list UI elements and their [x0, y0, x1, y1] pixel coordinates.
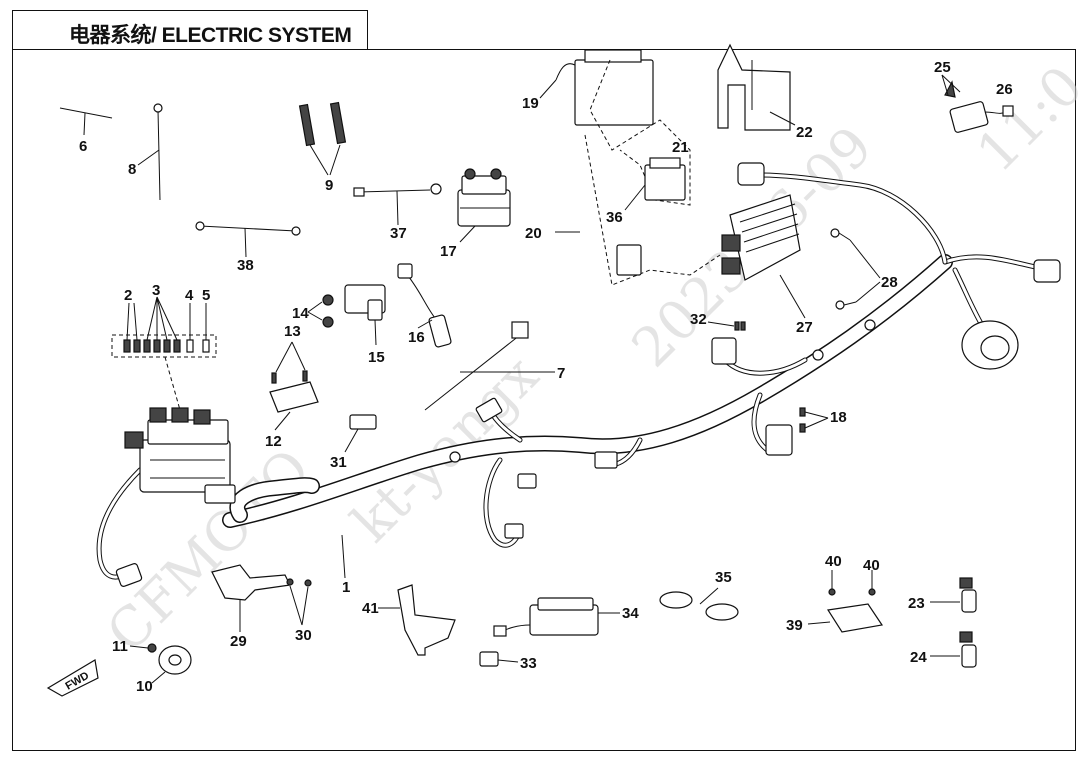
- starter-relay-17: [457, 168, 511, 243]
- label-part-40-a: 40: [825, 553, 842, 570]
- relay-36: [624, 157, 686, 211]
- label-part-13: 13: [284, 323, 301, 340]
- label-part-2: 2: [124, 287, 132, 304]
- label-part-12: 12: [265, 433, 282, 450]
- label-part-38: 38: [237, 257, 254, 274]
- bracket-41: [378, 584, 456, 656]
- bolts-28: [830, 228, 881, 310]
- switch-24: [930, 631, 977, 668]
- label-part-17: 17: [440, 243, 457, 260]
- label-part-37: 37: [390, 225, 407, 242]
- label-part-8: 8: [128, 161, 136, 178]
- page-title: 电器系统/ ELECTRIC SYSTEM: [69, 24, 352, 47]
- switch-23: [930, 577, 977, 613]
- battery-bracket-22: [717, 43, 796, 131]
- fwd-arrow-text: FWD: [64, 670, 92, 693]
- sensor-32: [707, 321, 746, 365]
- label-part-3: 3: [152, 282, 160, 299]
- connector-20: [616, 244, 642, 276]
- spark-plug-cap-16: [397, 263, 452, 348]
- cable-tie-8: [157, 109, 161, 201]
- strap-7: [424, 321, 555, 411]
- sensor-26: [941, 74, 1014, 133]
- clips-9: [298, 101, 347, 176]
- module-39: [807, 570, 884, 633]
- part-number-labels: 1 2 3 4 5 6 7 8 9 10 11 12 13 14 15 16 1…: [79, 59, 1013, 695]
- fwd-arrow: FWD: [46, 659, 99, 697]
- label-part-21: 21: [672, 139, 689, 156]
- label-part-24: 24: [910, 649, 927, 666]
- round-sensor: [961, 320, 1019, 370]
- label-part-30: 30: [295, 627, 312, 644]
- fuse-box-assembly: [124, 407, 236, 504]
- ecu-34: [493, 597, 620, 637]
- relay-31: [344, 414, 377, 453]
- ground-cable-37: [353, 183, 442, 226]
- label-part-27: 27: [796, 319, 813, 336]
- label-part-22: 22: [796, 124, 813, 141]
- label-part-23: 23: [908, 595, 925, 612]
- clamps-35: [659, 587, 739, 621]
- label-part-34: 34: [622, 605, 639, 622]
- horn-10: [129, 643, 192, 684]
- cable-tie-6: [59, 107, 113, 119]
- fuse-set: [111, 296, 217, 411]
- label-part-36: 36: [606, 209, 623, 226]
- label-part-7: 7: [557, 365, 565, 382]
- label-part-15: 15: [368, 349, 385, 366]
- label-part-41: 41: [362, 600, 379, 617]
- label-part-6: 6: [79, 138, 87, 155]
- voltage-regulator-27: [721, 194, 806, 319]
- cable-38: [195, 221, 301, 258]
- label-part-10: 10: [136, 678, 153, 695]
- label-part-39: 39: [786, 617, 803, 634]
- label-part-40-b: 40: [863, 557, 880, 574]
- label-part-32: 32: [690, 311, 707, 328]
- label-part-20: 20: [525, 225, 542, 242]
- label-part-4: 4: [185, 287, 194, 304]
- label-part-1: 1: [342, 579, 350, 596]
- label-part-29: 29: [230, 633, 247, 650]
- screws-30: [286, 578, 312, 626]
- label-part-35: 35: [715, 569, 732, 586]
- label-part-19: 19: [522, 95, 539, 112]
- label-part-16: 16: [408, 329, 425, 346]
- sensor-33: [479, 651, 519, 667]
- title-box: 电器系统/ ELECTRIC SYSTEM: [12, 10, 368, 50]
- label-part-9: 9: [325, 177, 333, 194]
- label-part-14: 14: [292, 305, 309, 322]
- label-part-18: 18: [830, 409, 847, 426]
- main-wiring-harness: [96, 162, 1061, 587]
- label-part-26: 26: [996, 81, 1013, 98]
- label-part-11: 11: [112, 638, 128, 655]
- label-part-5: 5: [202, 287, 210, 304]
- label-part-31: 31: [330, 454, 347, 471]
- cdi-unit-12: [269, 341, 319, 431]
- label-part-33: 33: [520, 655, 537, 672]
- bracket-29: [211, 564, 291, 632]
- label-part-25: 25: [934, 59, 951, 76]
- diagram-frame: [12, 49, 1076, 751]
- sensor-18: [765, 407, 829, 456]
- label-part-28: 28: [881, 274, 898, 291]
- ignition-coil-15: [307, 284, 386, 346]
- battery-19: [539, 49, 721, 286]
